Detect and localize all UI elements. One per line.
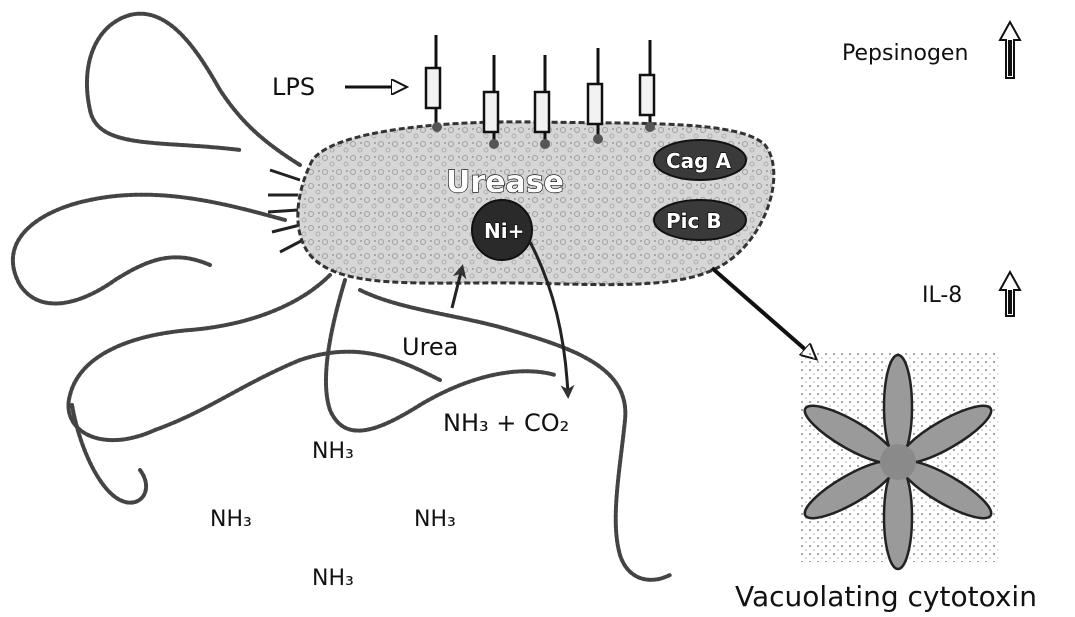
il8-label: IL-8: [922, 283, 962, 308]
pic-b-label: Pic B: [666, 209, 722, 233]
nh3-label: NH₃: [210, 507, 252, 532]
nh3-label: NH₃: [414, 507, 456, 532]
vacuolating-cytotoxin-label: Vacuolating cytotoxin: [735, 580, 1037, 613]
pili: [268, 170, 303, 252]
cag-a-label: Cag A: [666, 149, 731, 173]
urea-label: Urea: [402, 333, 458, 361]
lps-molecule: [426, 35, 442, 132]
pepsinogen-label: Pepsinogen: [842, 41, 968, 66]
urease-label: Urease: [446, 165, 564, 200]
cytotoxin-arrow: [712, 268, 815, 358]
flagellum-top-left: [87, 14, 300, 165]
nh3-label: NH₃: [312, 439, 354, 464]
nh3-co2-label: NH₃ + CO₂: [443, 409, 569, 437]
flagellum-far-left: [72, 405, 146, 503]
lps-label: LPS: [272, 73, 315, 101]
nickel-label: Ni+: [484, 219, 524, 243]
lps-molecule: [640, 40, 655, 132]
flagella: [13, 14, 670, 580]
pepsinogen-up-arrow: [1000, 22, 1020, 78]
nh3-label: NH₃: [312, 566, 354, 591]
flagellum-left: [13, 195, 285, 304]
il8-up-arrow: [1000, 272, 1020, 316]
